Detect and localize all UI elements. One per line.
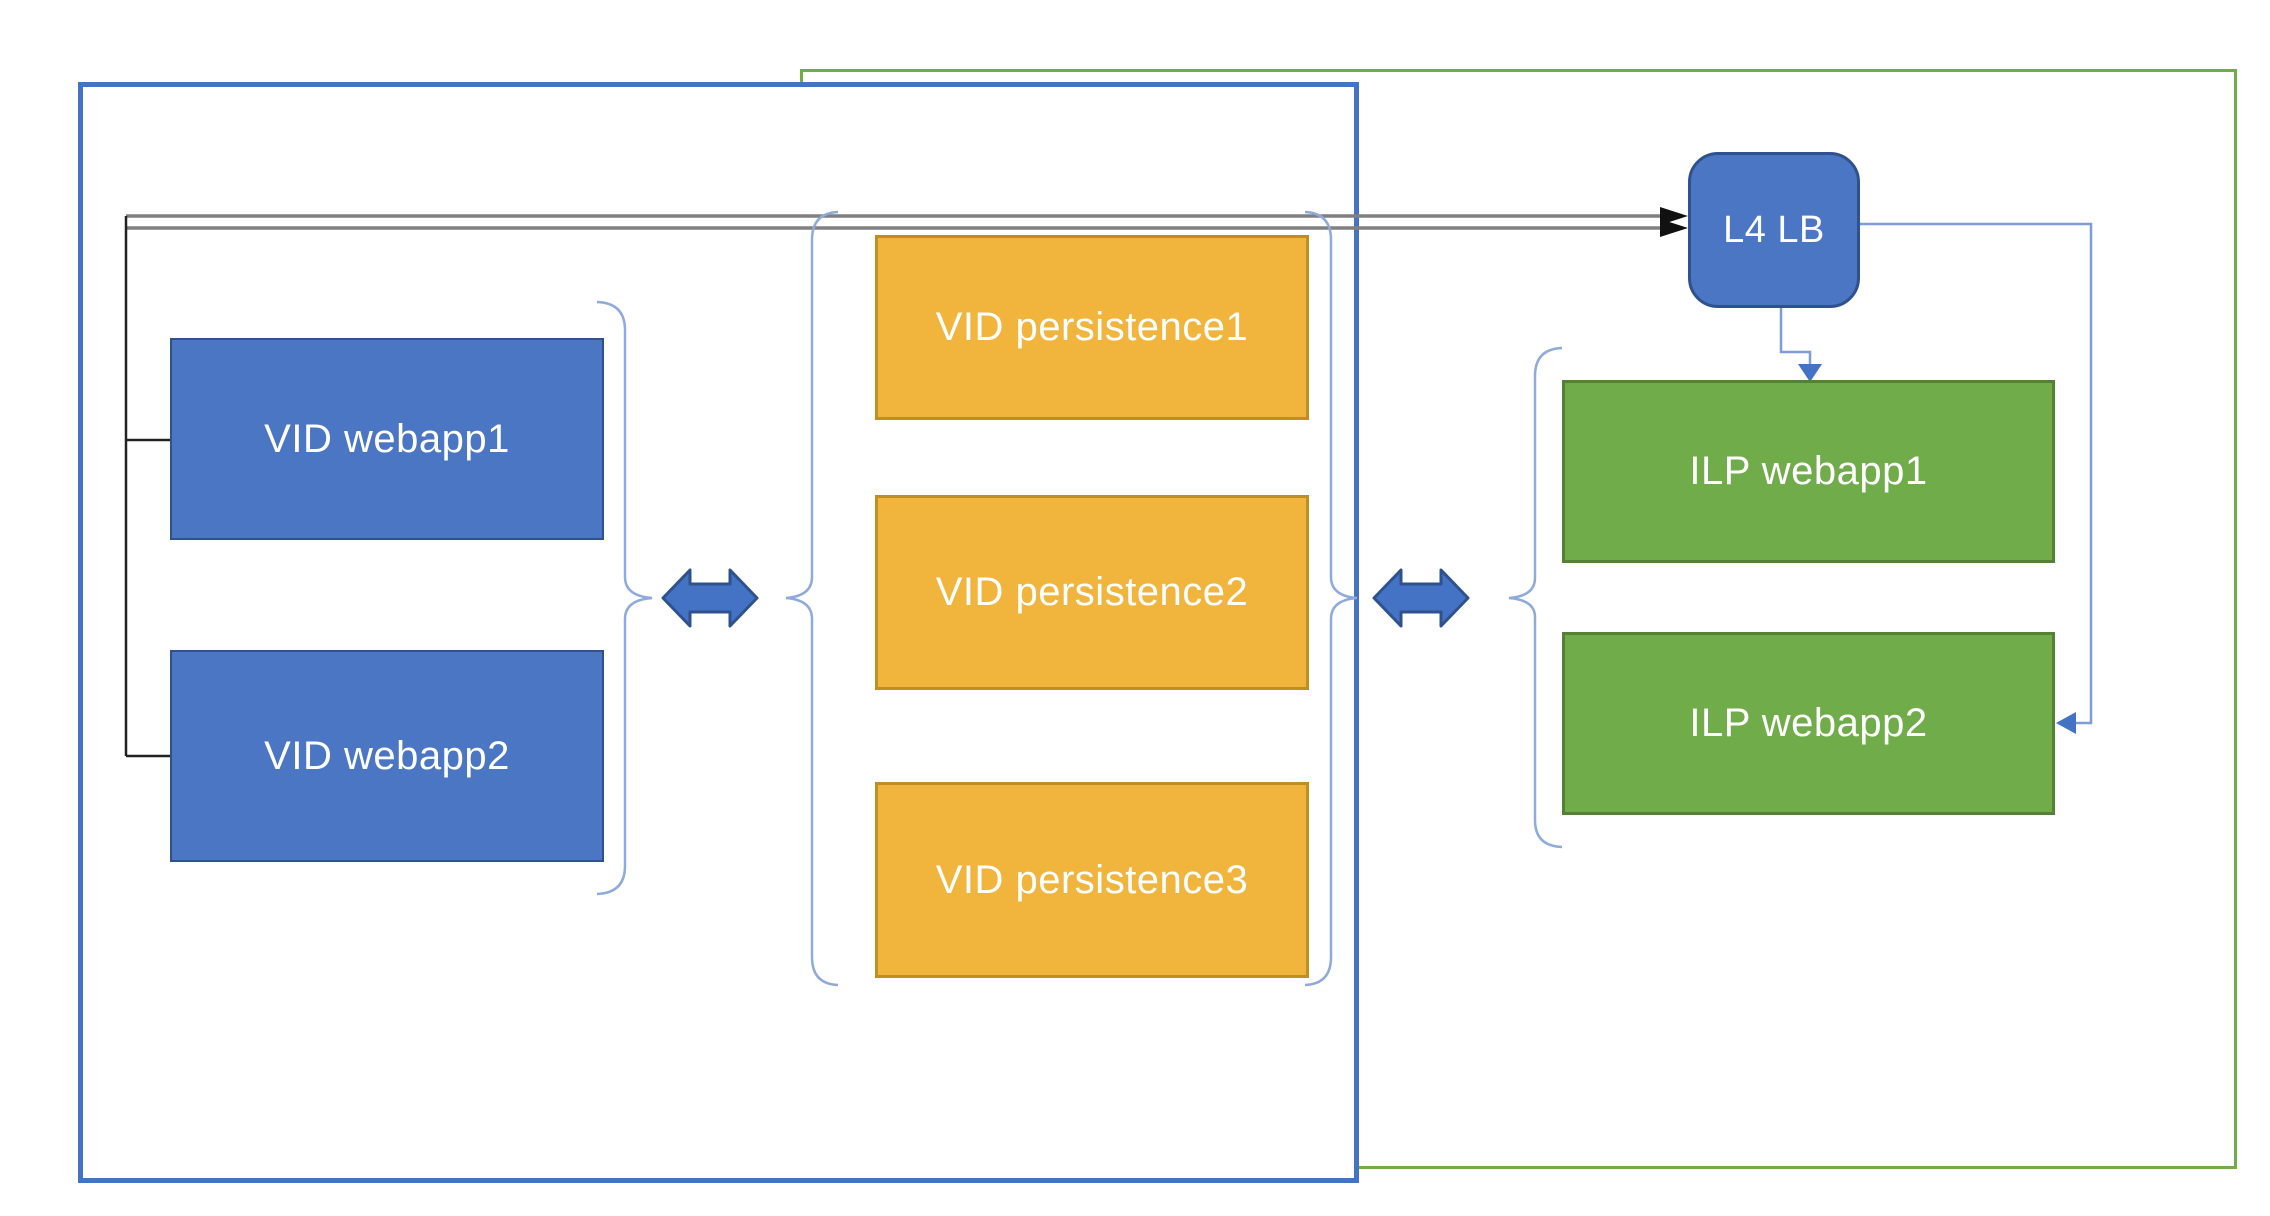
vid-webapp2-node: VID webapp2	[170, 650, 604, 862]
vid-webapp1-label: VID webapp1	[264, 416, 510, 461]
ilp-webapp2-node: ILP webapp2	[1562, 632, 2055, 815]
vid-webapp1-node: VID webapp1	[170, 338, 604, 540]
ilp-webapp1-node: ILP webapp1	[1562, 380, 2055, 563]
vid-persistence3-node: VID persistence3	[875, 782, 1309, 978]
vid-webapp2-label: VID webapp2	[264, 733, 510, 778]
vid-persistence3-label: VID persistence3	[935, 857, 1249, 902]
l4-lb-node: L4 LB	[1688, 152, 1860, 308]
vid-persistence2-node: VID persistence2	[875, 495, 1309, 690]
l4-lb-label: L4 LB	[1723, 208, 1825, 251]
ilp-webapp2-label: ILP webapp2	[1689, 701, 1928, 745]
vid-persistence1-node: VID persistence1	[875, 235, 1309, 420]
vid-persistence2-label: VID persistence2	[935, 570, 1249, 614]
ilp-webapp1-label: ILP webapp1	[1689, 449, 1928, 493]
vid-persistence1-label: VID persistence1	[935, 305, 1249, 349]
